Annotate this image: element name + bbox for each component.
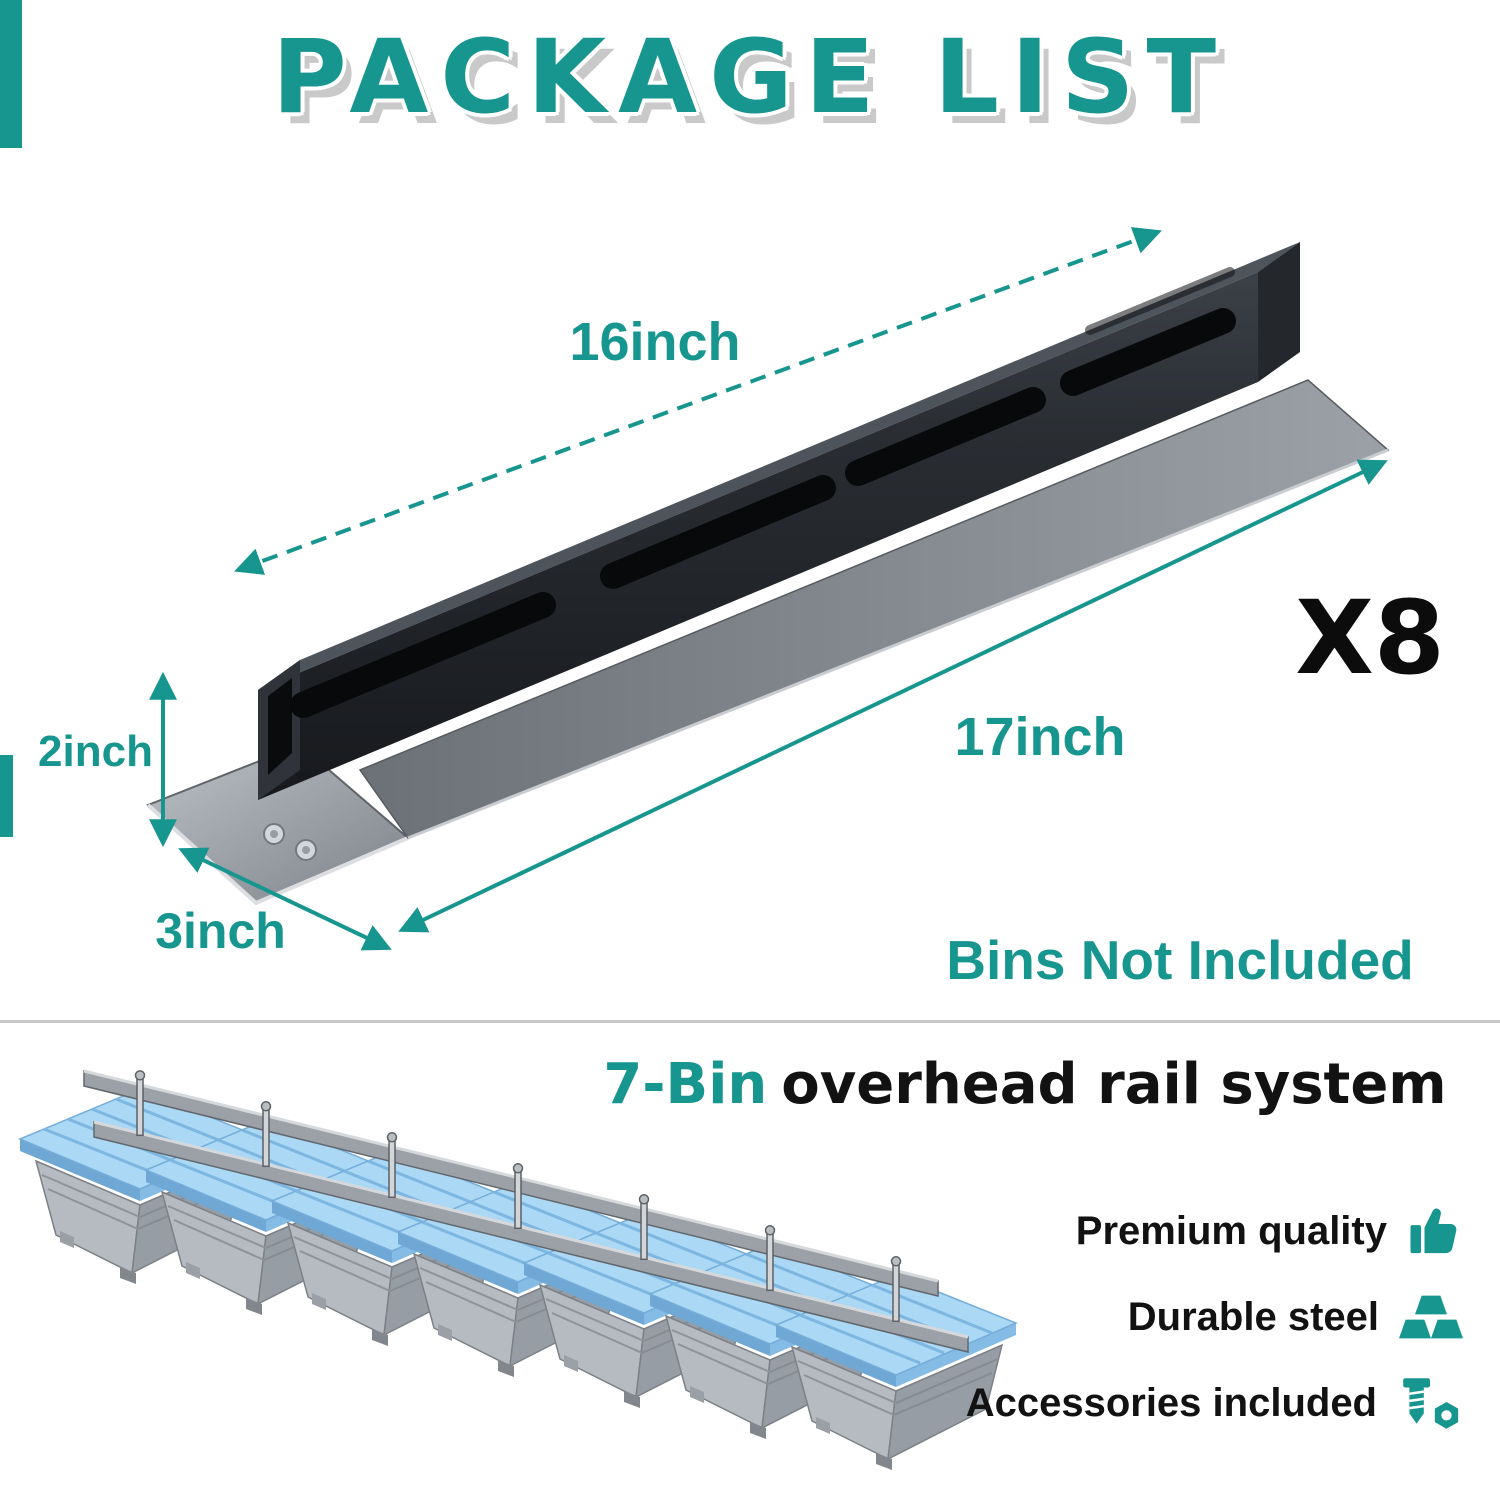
bins-not-included-note: Bins Not Included — [946, 929, 1414, 991]
dim-arrow-3inch — [178, 847, 392, 951]
rail-pin-cap — [638, 1194, 650, 1205]
overhead-rails — [83, 1069, 969, 1353]
feature-label: Premium quality — [1075, 1208, 1387, 1253]
feature-list: Premium quality Durable steel Accessorie… — [966, 1200, 1485, 1434]
dim-arrow-16inch — [234, 227, 1162, 575]
system-title-highlight: 7-Bin — [603, 1052, 768, 1117]
feature-item: Durable steel — [1070, 1286, 1485, 1348]
rail-pin — [640, 1198, 648, 1261]
dim-label-2inch: 2inch — [38, 727, 153, 776]
dim-label-17inch: 17inch — [954, 707, 1126, 767]
rail-pin-cap — [890, 1256, 902, 1267]
rail-pin — [388, 1136, 396, 1199]
feature-label: Durable steel — [1127, 1294, 1379, 1339]
side-accent-bar — [0, 755, 13, 837]
rail-pin — [136, 1074, 144, 1137]
section-divider — [0, 1020, 1500, 1023]
rail-diagram — [146, 227, 1390, 951]
dim-label-3inch: 3inch — [155, 903, 286, 959]
screw-nut-icon — [1403, 1378, 1459, 1429]
rail-pin — [892, 1260, 900, 1323]
corner-accent-bar — [0, 0, 22, 148]
steel-ingots-icon — [1399, 1295, 1463, 1339]
dim-label-16inch: 16inch — [569, 312, 741, 372]
bins-illustration — [18, 1069, 1018, 1472]
feature-item: Premium quality — [1070, 1200, 1485, 1262]
feature-label: Accessories included — [965, 1380, 1377, 1425]
dim-arrow-17inch — [398, 459, 1388, 933]
rail-pin-cap — [260, 1101, 272, 1112]
system-title-rest: overhead rail system — [781, 1052, 1447, 1117]
page-title: PACKAGE LIST — [271, 18, 1229, 137]
rail-pin-cap — [764, 1225, 776, 1236]
rail-pin-cap — [386, 1132, 398, 1143]
rail-pin — [262, 1105, 270, 1168]
rail-pin-cap — [134, 1070, 146, 1081]
rail-pin — [766, 1229, 774, 1292]
rail-pins — [134, 1070, 902, 1323]
rail-pin — [514, 1167, 522, 1230]
feature-item: Accessories included — [966, 1372, 1485, 1434]
thumbs-up-icon — [1410, 1208, 1457, 1254]
dimension-arrows — [149, 227, 1388, 951]
rail-pin-cap — [512, 1163, 524, 1174]
quantity-label: X8 — [1295, 579, 1445, 698]
